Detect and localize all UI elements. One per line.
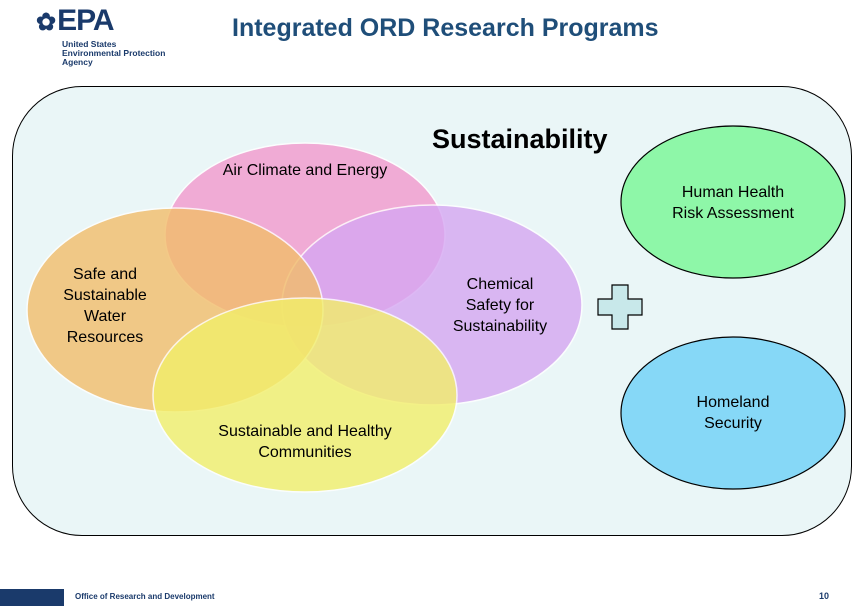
footer-block — [0, 589, 64, 606]
logo-line-2: Environmental Protection — [62, 48, 166, 58]
ellipse-homeland-security — [620, 336, 846, 490]
label-communities: Sustainable and Healthy Communities — [218, 423, 392, 461]
label-chemical-safety: Chemical Safety for Sustainability — [452, 276, 548, 335]
label-homeland-security: Homeland Security — [696, 394, 770, 432]
epa-flower-icon: ✿ — [36, 9, 56, 36]
logo-line-1: United States — [62, 39, 117, 49]
plus-icon — [597, 284, 643, 330]
label-water: Safe and Sustainable Water Resources — [63, 266, 147, 346]
ellipse-human-health — [620, 125, 846, 279]
epa-logo: ✿EPA United States Environmental Protect… — [36, 6, 206, 68]
epa-logo-mark: ✿EPA — [36, 4, 115, 37]
label-air-climate: Air Climate and Energy — [222, 162, 388, 179]
page-number: 10 — [818, 591, 829, 601]
plus-shape — [597, 284, 643, 330]
slide-title: Integrated ORD Research Programs — [232, 14, 659, 42]
sustainability-label: Sustainability — [432, 124, 608, 154]
label-human-health: Human Health Risk Assessment — [672, 184, 794, 222]
footer — [0, 589, 853, 606]
ellipse-communities — [152, 297, 458, 493]
logo-line-3: Agency — [62, 57, 93, 67]
footer-office: Office of Research and Development — [75, 592, 215, 601]
